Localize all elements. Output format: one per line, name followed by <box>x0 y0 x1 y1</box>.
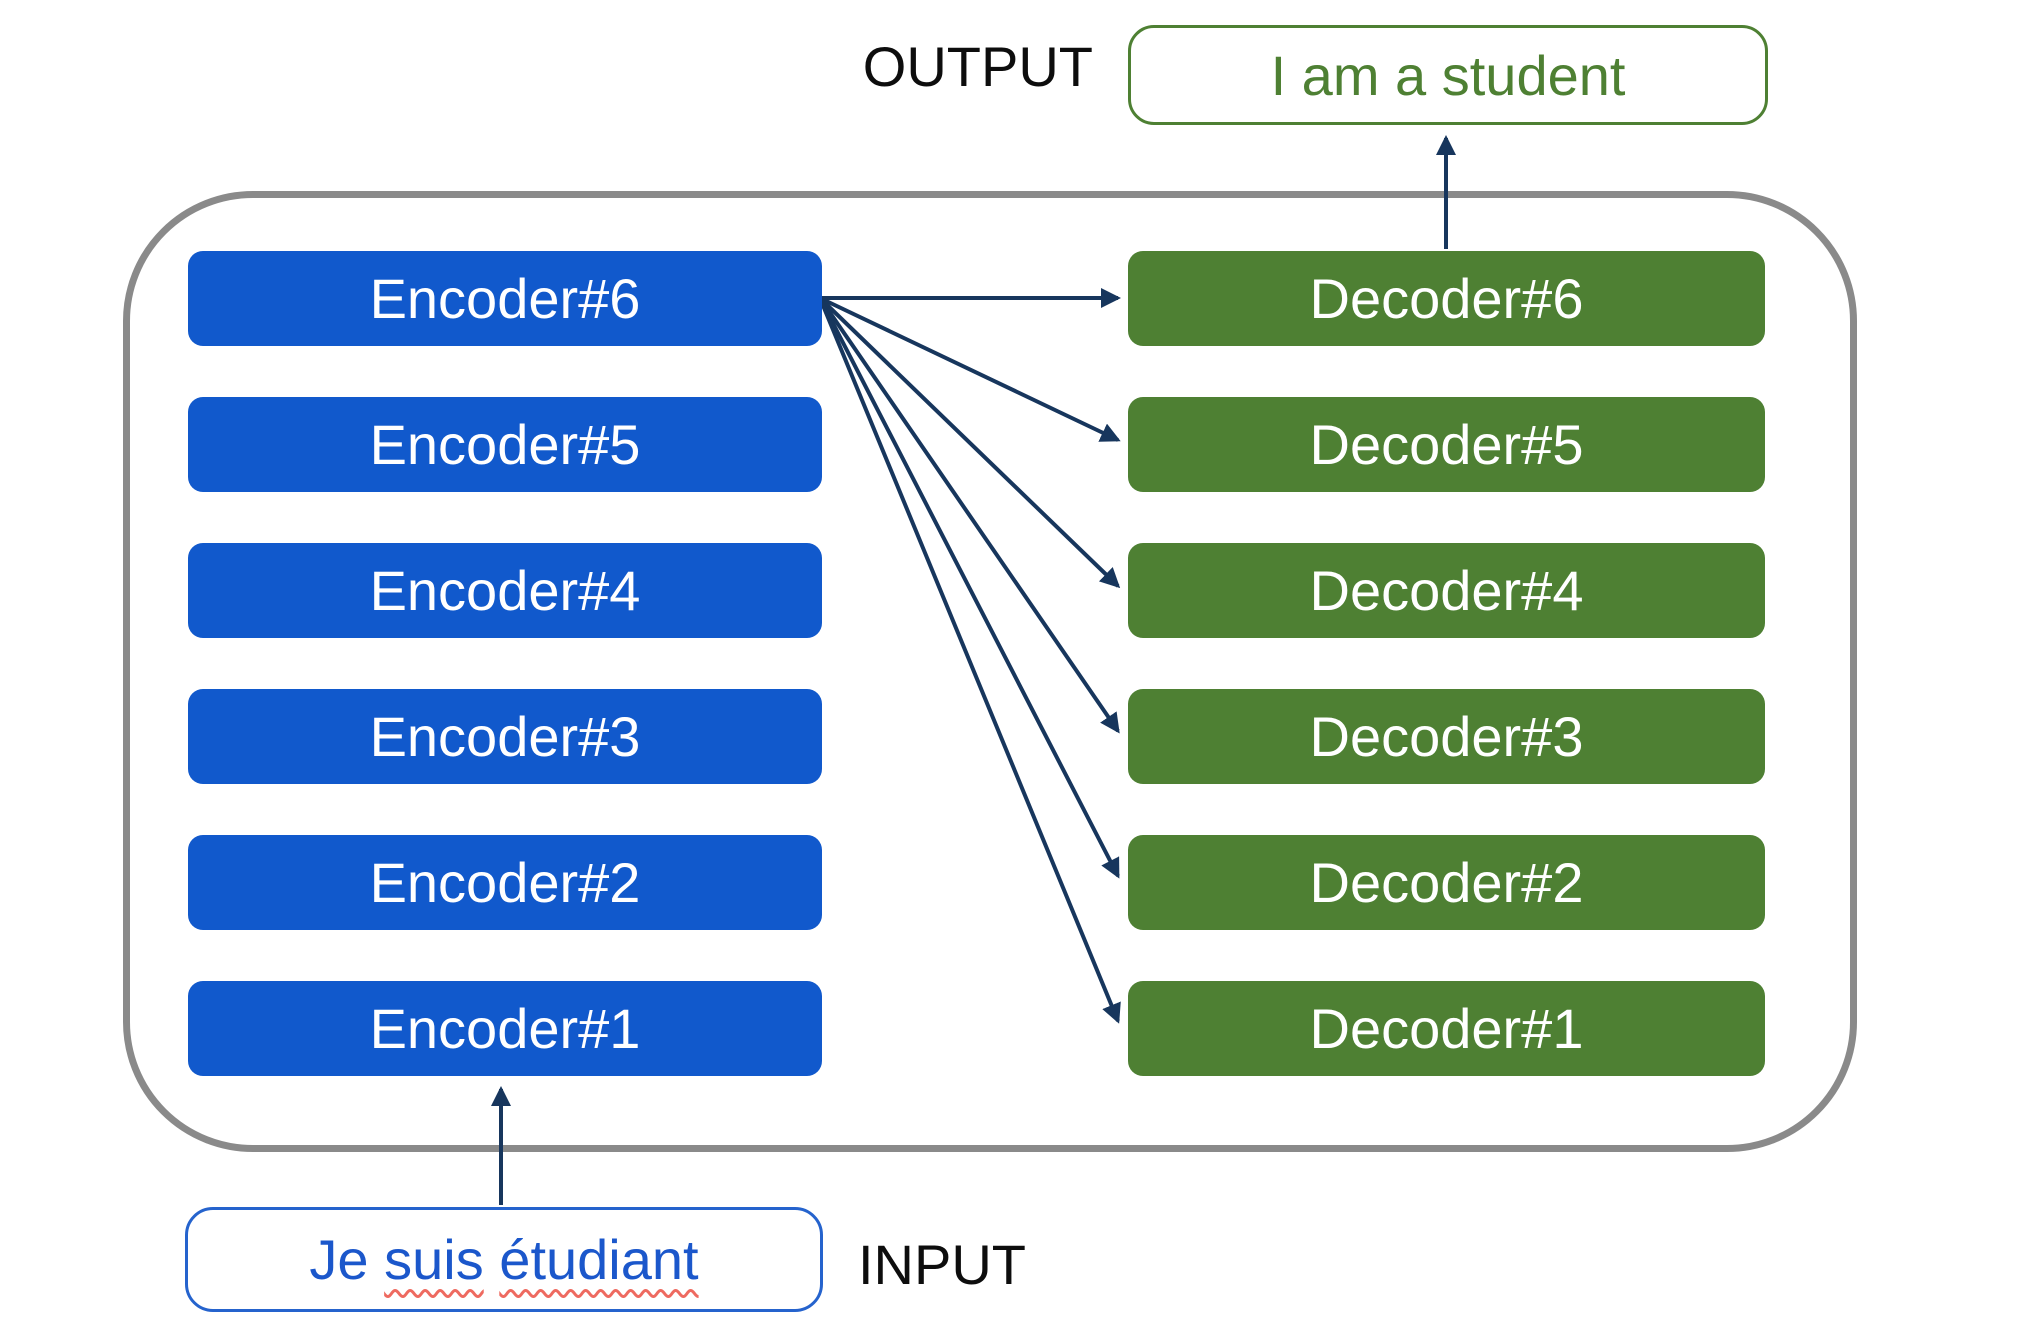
decoder-2-label: Decoder#2 <box>1309 851 1584 914</box>
encoder-3-box: Encoder#3 <box>188 689 822 784</box>
decoder-1-box: Decoder#1 <box>1128 981 1765 1076</box>
encoder-3-label: Encoder#3 <box>369 705 641 768</box>
decoder-6-label: Decoder#6 <box>1309 267 1584 330</box>
decoder-3-box: Decoder#3 <box>1128 689 1765 784</box>
input-word-etudiant: étudiant <box>499 1228 699 1291</box>
encoder-1-box: Encoder#1 <box>188 981 822 1076</box>
encoder-decoder-container <box>123 191 1857 1152</box>
decoder-1-label: Decoder#1 <box>1309 997 1584 1060</box>
output-label: OUTPUT <box>862 35 1093 98</box>
encoder-5-box: Encoder#5 <box>188 397 822 492</box>
decoder-5-label: Decoder#5 <box>1309 413 1584 476</box>
encoder-4-label: Encoder#4 <box>369 559 641 622</box>
encoder-2-box: Encoder#2 <box>188 835 822 930</box>
encoder-2-label: Encoder#2 <box>369 851 641 914</box>
decoder-5-box: Decoder#5 <box>1128 397 1765 492</box>
input-box: Je suis étudiant <box>185 1207 823 1312</box>
input-text: Je suis étudiant <box>309 1227 698 1292</box>
decoder-3-label: Decoder#3 <box>1309 705 1584 768</box>
encoder-5-label: Encoder#5 <box>369 413 641 476</box>
encoder-6-label: Encoder#6 <box>369 267 641 330</box>
decoder-6-box: Decoder#6 <box>1128 251 1765 346</box>
encoder-1-label: Encoder#1 <box>369 997 641 1060</box>
output-box: I am a student <box>1128 25 1768 125</box>
decoder-4-box: Decoder#4 <box>1128 543 1765 638</box>
encoder-6-box: Encoder#6 <box>188 251 822 346</box>
decoder-2-box: Decoder#2 <box>1128 835 1765 930</box>
input-word-suis: suis <box>384 1228 484 1291</box>
output-text: I am a student <box>1270 43 1626 107</box>
input-label: INPUT <box>858 1233 1026 1296</box>
encoder-4-box: Encoder#4 <box>188 543 822 638</box>
input-word-je: Je <box>309 1228 369 1291</box>
decoder-4-label: Decoder#4 <box>1309 559 1584 622</box>
